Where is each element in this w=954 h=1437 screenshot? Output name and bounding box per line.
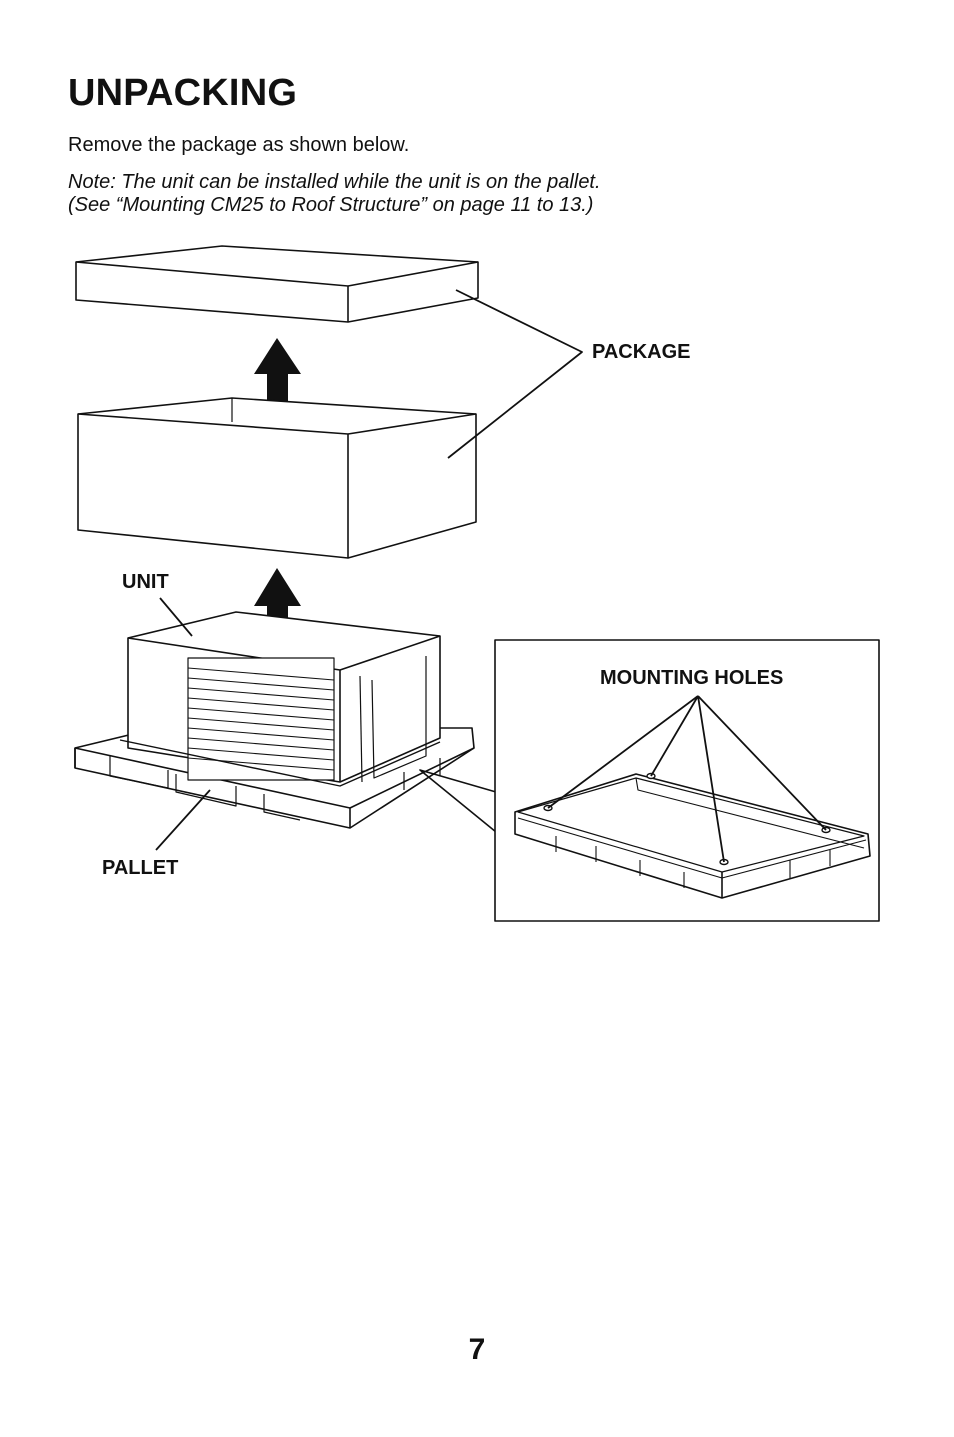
intro-text: Remove the package as shown below. [68, 134, 410, 156]
note-line-1: Note: The unit can be installed while th… [68, 171, 601, 193]
pallet-leader-line [155, 789, 211, 851]
mounting-holes-label: MOUNTING HOLES [600, 667, 784, 689]
package-leader-lines [447, 289, 583, 459]
package-label: PACKAGE [592, 341, 691, 363]
note-line-2: (See “Mounting CM25 to Roof Structure” o… [68, 194, 594, 216]
mounting-holes-leader-lines [547, 695, 827, 863]
callout-connector [419, 769, 497, 833]
lift-arrow-icon [254, 338, 301, 412]
page-title: UNPACKING [68, 72, 298, 114]
package-lid [75, 245, 479, 323]
unit-label: UNIT [122, 571, 169, 593]
note-text: Note: The unit can be installed while th… [68, 171, 601, 217]
detail-pallet [514, 773, 871, 899]
pallet-label: PALLET [102, 857, 179, 879]
unit [119, 611, 441, 787]
package-box [77, 397, 477, 559]
unit-leader-line [159, 597, 193, 637]
page-number: 7 [468, 1333, 486, 1366]
lift-arrow-icon [254, 568, 301, 632]
